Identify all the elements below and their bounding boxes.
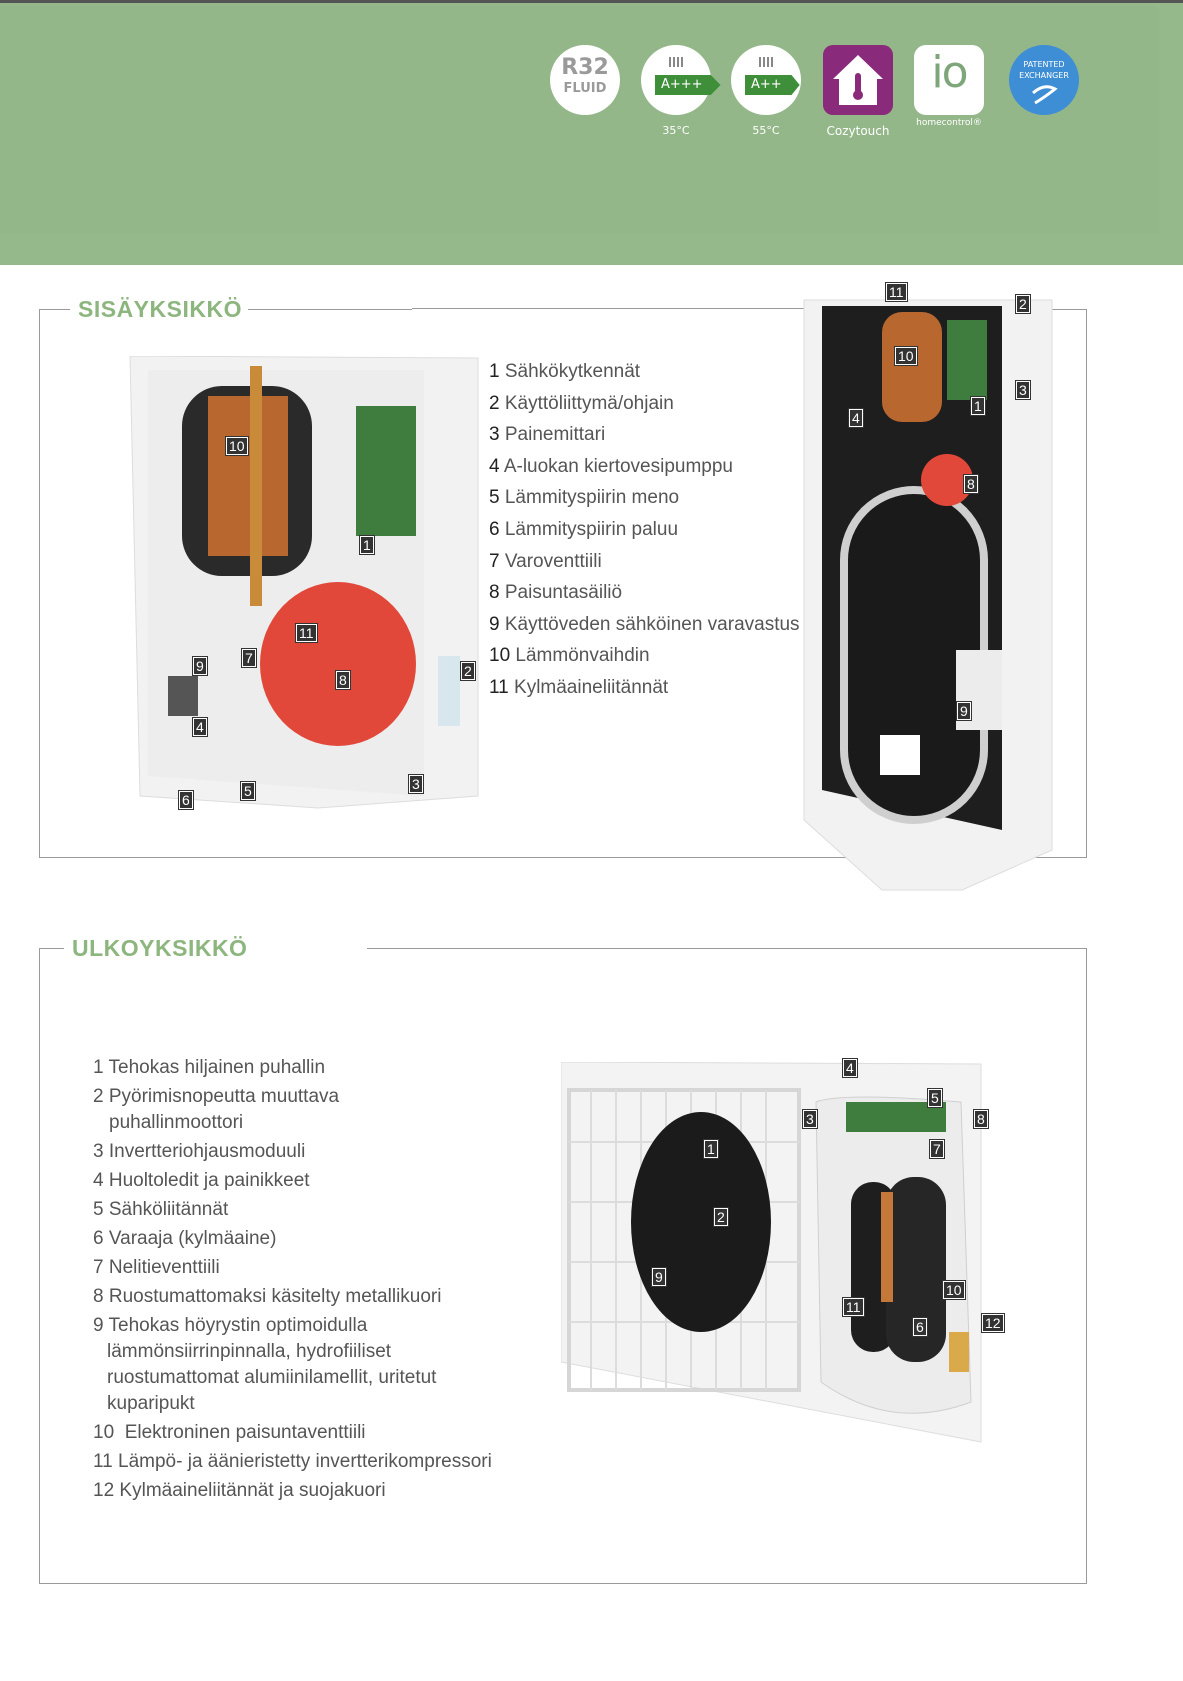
list-item: 6 Lämmityspiirin paluu <box>489 518 679 540</box>
list-item: 4 Huoltoledit ja painikkeet <box>93 1170 310 1191</box>
floor-tag: 11 <box>885 282 908 302</box>
io-homecontrol-badge: io <box>914 45 984 115</box>
list-item: 5 Sähköliitännät <box>93 1199 229 1220</box>
outdoor-tag: 8 <box>973 1109 989 1129</box>
outdoor-tag: 7 <box>929 1139 945 1159</box>
exchanger-icon <box>1031 85 1058 105</box>
wall-tag: 9 <box>192 656 208 676</box>
cozytouch-caption: Cozytouch <box>826 124 890 138</box>
r32-label: R32 <box>561 55 609 80</box>
list-item-cont: ruostumattomat alumiinilamellit, uritetu… <box>107 1367 437 1388</box>
list-item: 9 Tehokas höyrystin optimoidulla <box>93 1315 368 1336</box>
list-item: 2 Käyttöliittymä/ohjain <box>489 392 674 414</box>
r32-fluid-badge: R32 FLUID <box>550 45 620 115</box>
outdoor-tag: 10 <box>942 1280 966 1300</box>
energy-class-35-caption: 35°C <box>662 124 690 137</box>
floor-tag: 9 <box>956 701 972 721</box>
wall-tag: 1 <box>359 535 375 555</box>
outdoor-tag: 11 <box>842 1297 865 1317</box>
indoor-floor-unit-image <box>802 290 1064 900</box>
radiator-icon <box>759 57 775 67</box>
wall-tag: 10 <box>225 436 249 456</box>
floor-tag: 3 <box>1015 380 1031 400</box>
floor-tag: 4 <box>848 408 864 428</box>
outdoor-unit-image <box>560 1061 1011 1472</box>
list-item: 7 Nelitieventtiili <box>93 1257 220 1278</box>
outdoor-section-frame <box>39 948 1087 1584</box>
outdoor-tag: 6 <box>912 1317 928 1337</box>
floor-unit-drawing <box>803 299 1053 891</box>
floor-tag: 1 <box>970 396 986 416</box>
outdoor-component-list: 1 Tehokas hiljainen puhallin 2 Pyörimisn… <box>93 1055 492 1504</box>
banner-panel <box>0 6 1158 234</box>
energy-class-55-badge: A++ <box>731 45 801 115</box>
list-item: 4 A-luokan kiertovesipumppu <box>489 455 733 477</box>
floor-tag: 2 <box>1015 294 1031 314</box>
list-item: 3 Painemittari <box>489 424 606 446</box>
list-item-cont: kuparipukt <box>107 1393 195 1414</box>
house-thermometer-icon <box>833 55 883 105</box>
list-item: 10 Elektroninen paisuntaventtiili <box>93 1422 366 1443</box>
outdoor-tag: 4 <box>842 1058 858 1078</box>
outdoor-tag: 12 <box>981 1313 1005 1333</box>
energy-class-55-caption: 55°C <box>752 124 780 137</box>
wall-tag: 7 <box>241 648 257 668</box>
outdoor-unit-drawing <box>560 1061 982 1443</box>
io-logo: io <box>931 47 968 98</box>
energy-class-label: A++ <box>745 75 800 95</box>
indoor-component-list: 1 Sähkökytkennät 2 Käyttöliittymä/ohjain… <box>489 356 800 704</box>
wall-tag: 11 <box>295 623 318 643</box>
list-item: 11 Kylmäaineliitännät <box>489 676 669 698</box>
homecontrol-caption: homecontrol® <box>916 118 982 128</box>
energy-class-35-badge: A+++ <box>641 45 721 115</box>
list-item: 1 Tehokas hiljainen puhallin <box>93 1057 326 1078</box>
outdoor-tag: 9 <box>651 1267 667 1287</box>
outdoor-tag: 1 <box>703 1139 719 1159</box>
list-item: 8 Paisuntasäiliö <box>489 582 623 604</box>
wall-tag: 8 <box>335 670 351 690</box>
list-item: 12 Kylmäaineliitännät ja suojakuori <box>93 1480 386 1501</box>
list-item-cont: puhallinmoottori <box>109 1112 244 1133</box>
list-item: 7 Varoventtiili <box>489 550 602 572</box>
list-item-cont: lämmönsiirrinpinnalla, hydrofiiliset <box>107 1341 392 1362</box>
outdoor-tag: 2 <box>713 1207 729 1227</box>
top-rule <box>0 0 1183 3</box>
indoor-wall-unit-image <box>128 355 484 811</box>
list-item: 10 Lämmönvaihdin <box>489 645 650 667</box>
fluid-label: FLUID <box>563 81 607 96</box>
wall-tag: 3 <box>408 774 424 794</box>
energy-class-label: A+++ <box>655 75 721 95</box>
list-item: 5 Lämmityspiirin meno <box>489 487 680 509</box>
list-item: 6 Varaaja (kylmäaine) <box>93 1228 277 1249</box>
list-item: 11 Lämpö- ja äänieristetty invertterikom… <box>93 1451 492 1472</box>
wall-unit-drawing <box>129 355 479 809</box>
header-banner <box>0 3 1183 265</box>
wall-tag: 6 <box>178 790 194 810</box>
list-item: 9 Käyttöveden sähköinen varavastus <box>489 613 800 635</box>
wall-tag: 2 <box>460 661 476 681</box>
cozytouch-badge <box>823 45 893 115</box>
list-item: 1 Sähkökytkennät <box>489 361 641 382</box>
outdoor-tag: 5 <box>927 1088 943 1108</box>
radiator-icon <box>669 57 685 67</box>
list-item: 2 Pyörimisnopeutta muuttava <box>93 1086 340 1107</box>
frame-gap <box>412 300 882 320</box>
floor-tag: 10 <box>894 346 918 366</box>
floor-tag: 8 <box>963 474 979 494</box>
list-item: 3 Invertteriohjausmoduuli <box>93 1141 306 1162</box>
wall-tag: 5 <box>240 781 256 801</box>
outdoor-tag: 3 <box>802 1109 818 1129</box>
list-item: 8 Ruostumattomaksi käsitelty metallikuor… <box>93 1286 442 1307</box>
indoor-title: SISÄYKSIKKÖ <box>70 296 248 323</box>
frame-line <box>412 308 882 309</box>
wall-tag: 4 <box>192 717 208 737</box>
outdoor-title: ULKOYKSIKKÖ <box>64 935 368 962</box>
